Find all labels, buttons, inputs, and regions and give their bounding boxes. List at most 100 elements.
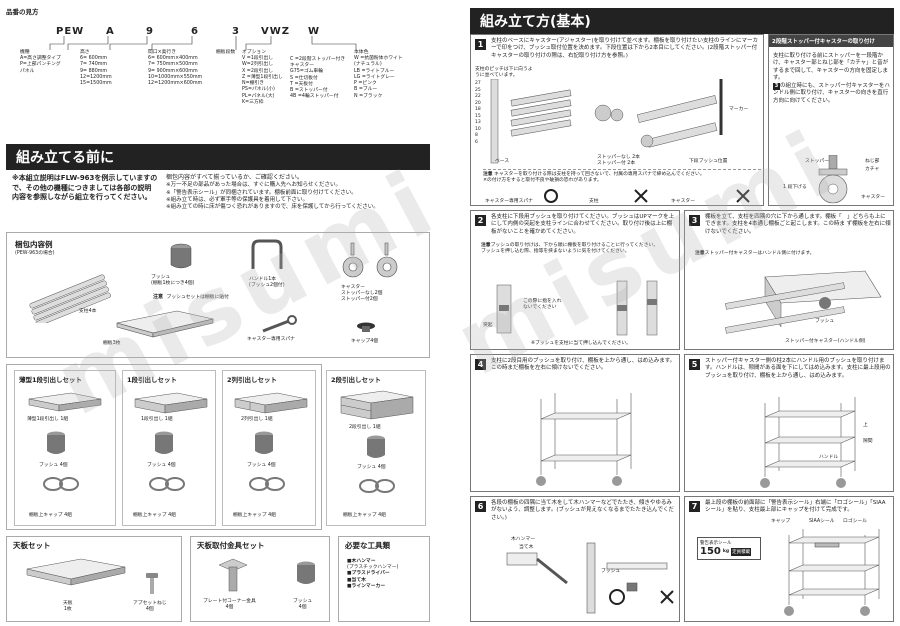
cap-label: キャップ4個 — [351, 339, 379, 344]
spanner-caption: キャスター専用スパナ — [485, 199, 533, 204]
bush-icon — [297, 561, 315, 584]
base-label: ベース — [495, 159, 510, 164]
step-text: 棚板を立て、支柱を四隅の穴に下から通します。棚板「 」どちらも上にできます。支柱… — [705, 214, 891, 235]
step-text: 支柱のベースにキャスター(アジャスター)を取り付けて並べます。棚板を取り付けたい… — [491, 38, 758, 59]
drawer-illustration — [134, 392, 208, 414]
top-set-box: 天板セット 天板 1枚 アプセットねじ 4個 — [6, 536, 182, 622]
step-number: 6 — [475, 501, 486, 512]
code-section-title: 品番の見方 — [6, 8, 39, 16]
step-down-label: 1 段下げる — [783, 185, 807, 190]
caster-label: キャスター ストッパーなし2個 ストッパー付2個 — [341, 285, 382, 304]
bush-icon — [255, 431, 273, 454]
caster-line: ストッパーなし2個 — [341, 291, 383, 297]
ruler-num: 27 — [475, 81, 481, 86]
nejibu-label: ねじ部 — [865, 159, 880, 164]
tools-title: 必要な工具類 — [345, 541, 390, 550]
bush-icon — [47, 431, 65, 454]
ruler-illustration — [490, 79, 499, 164]
code-line: B =ブルー — [354, 87, 378, 93]
code-line: X =2段引出し — [242, 68, 274, 74]
code-col-label: 棚板段数 — [216, 50, 236, 55]
code-line: W=2列引出し — [242, 62, 274, 68]
code-col-height: 高さ 6= 600mm 7= 740mm 9= 880mm 12=1200mm … — [80, 50, 132, 87]
code-col-label: 機種 — [20, 50, 30, 55]
caution-text: キャスターを取り付ける際は支柱を持って回さないで、付属の専用スパナで締め込んでく… — [494, 172, 705, 177]
code-line: C =2段階ストッパー付き — [290, 57, 346, 62]
bush-icon — [155, 431, 173, 454]
drawer-illustration — [234, 392, 308, 414]
drawer-set-card: 薄型1段引出しセット 薄型1段引出し 1組 ブッシュ 4個 棚板上キャップ 4組 — [14, 370, 116, 526]
stopper-yes-label: ストッパー付 2本 — [597, 161, 636, 167]
tool-item: (プラスチックハンマー) — [347, 565, 399, 571]
stopper-no-label: ストッパーなし 2本 — [597, 155, 640, 160]
correct-wrong-illustration — [544, 189, 750, 203]
tool-item: ■ラインマーカー — [347, 583, 386, 589]
caster2-box: 2段階ストッパー付キャスターの取り付け 支柱に取り付ける前にストッパーを一段階か… — [768, 34, 894, 206]
before-assembly-header: 組み立てる前に — [6, 144, 430, 170]
step-text: 最上段の棚板の前面部に「警告表示シール」右端に「ロゴシール」「SIAAシール」を… — [705, 500, 886, 514]
poles-caster-illustration — [510, 79, 723, 148]
handle-illustration — [251, 239, 283, 269]
up-label: 上 — [863, 423, 868, 428]
ruler-num: 8 — [475, 133, 478, 139]
tools-box: 必要な工具類 ■木ハンマー (プラスチックハンマー) ■プラスドライバー ■当て… — [338, 536, 430, 622]
caution-tag: 注意 — [483, 172, 493, 177]
step2-bottom-note: ※ブッシュを支柱に当て押し込んでください。 — [531, 341, 631, 346]
step-1: 1 支柱のベースにキャスター(アジャスター)を取り付けて並べます。棚板を取り付け… — [470, 34, 764, 206]
cap-ring-icon — [43, 477, 79, 491]
step-6: 6 各段の棚板の四隅に当て木をして木ハンマーなどでたたき、傾きやゆるみがないよう… — [470, 496, 680, 622]
drawer-item: 薄型1段引出し 1組 — [27, 417, 69, 422]
pole-label: 支柱4本 — [79, 309, 97, 314]
cap-ring-icon — [149, 477, 185, 491]
code-line: 7= 740mm — [80, 62, 108, 68]
hammer-label: 木ハンマー — [511, 537, 535, 542]
step-text: 各支柱に下段用ブッシュを取り付けてください。ブッシュはUPマークを上にして内側の… — [491, 214, 675, 235]
hw-bush-item: ブッシュ 4個 — [293, 599, 312, 611]
code-col-color: 本体色 W =抗菌粉体ホワイト (ナチュラル) LB =ライトブルー LG =ラ… — [354, 50, 434, 100]
bush-icon — [367, 435, 385, 458]
handle-sub-text: (ブッシュ2個付) — [249, 283, 285, 289]
code-line: S =仕切板付 — [290, 75, 318, 81]
cap-illustration — [357, 322, 375, 332]
drawer-set-card: 2列引出しセット 2列引出し 1組 ブッシュ 4個 棚板上キャップ 4組 — [222, 370, 316, 526]
step-3: 3 棚板を立て、支柱を四隅の穴に下から通します。棚板「 」どちらも上にできます。… — [684, 210, 894, 350]
caster-label: キャスター — [861, 195, 885, 200]
drawer-set-card: 1段引出しセット 1段引出し 1組 ブッシュ 4個 棚板上キャップ 4組 — [122, 370, 216, 526]
code-line: N=棚引き — [242, 81, 264, 87]
tools-list: ■木ハンマー (プラスチックハンマー) ■プラスドライバー ■当て木 ■ラインマ… — [347, 559, 398, 590]
corner-plate-item: プレート付コーナー金具 4個 — [203, 599, 256, 611]
code-line: P=上部パンチング — [20, 62, 61, 68]
cross-mark-icon: ✕ — [483, 178, 488, 184]
step-number: 5 — [689, 359, 700, 370]
step-5: 5 ストッパー付キャスター側の柱2本にハンドル用のブッシュを取り付けます。ハンド… — [684, 354, 894, 492]
caution-tag: 注意 — [481, 243, 491, 248]
code-col-shelves: 棚板段数 — [216, 50, 246, 56]
drawer-bush: ブッシュ 4個 — [39, 463, 68, 468]
code-line: K=三方枠 — [242, 99, 264, 105]
package-title: 梱包内容例 — [15, 240, 53, 249]
code-part-type: A — [106, 26, 115, 37]
inner-label: この際に指を入れないでください — [523, 299, 562, 311]
drawer-set-title: 2列引出しセット — [227, 376, 278, 384]
shelf-label: 棚板3枚 — [103, 341, 121, 346]
drawer-illustration — [28, 392, 102, 412]
warning-sub: 定員積載 — [731, 547, 752, 556]
handle-label-text: ハンドル1本 — [249, 277, 277, 282]
warning-sticker: 警告表示シール 150 kg 定員積載 — [697, 537, 761, 560]
screw-text: アプセットねじ — [133, 601, 167, 606]
code-col-option: オプション V =1段引出し W=2列引出し X =2段引出し Z =薄型1段引… — [242, 50, 292, 106]
ruler-num: 15 — [475, 113, 481, 119]
top-hw-set-title: 天板取付金具セット — [197, 541, 265, 550]
step3-caution: 注意ストッパー付キャスターはハンドル側に付けます。 — [695, 251, 885, 257]
before-notes: 梱包内容がすべて揃っているか、ご確認ください。 ※万一不足の部品があった場合は、… — [166, 174, 430, 212]
code-line: 15=1500mm — [80, 81, 112, 87]
protrusion-label: 突起 — [483, 323, 493, 328]
gap-label: 隙間 — [863, 439, 873, 444]
caster-caption: キャスター — [671, 199, 695, 204]
hammer-illustration — [506, 542, 674, 614]
code-col-size: 間口×奥行き 6= 600mm×400mm 7= 750mm×500mm 9= … — [148, 50, 218, 87]
note-line: 梱包内容がすべて揃っているか、ご確認ください。 — [166, 174, 303, 181]
code-part-shelves: 3 — [232, 26, 240, 37]
code-col-option2: C =2段階ストッパー付き キャスター G75=ゴム車輪 S =仕切板付 T =… — [290, 57, 350, 101]
drawer-illustration — [340, 390, 414, 420]
